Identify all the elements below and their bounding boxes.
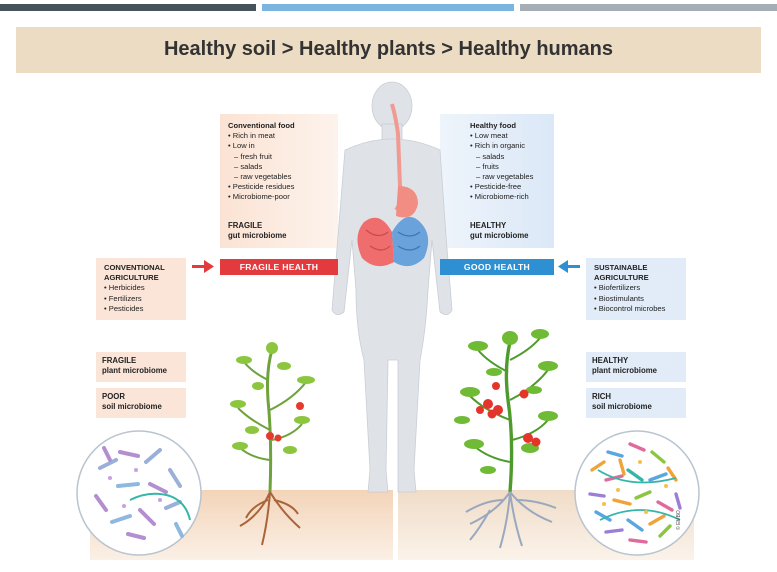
list-item: • Herbicides — [104, 283, 145, 293]
list-item: • Microbiome-poor — [228, 192, 290, 202]
healthy-tomato-plant — [454, 329, 558, 549]
list-item: • Rich in organic — [470, 141, 525, 151]
rich-soil-microbiome-label: RICH soil microbiome — [586, 388, 686, 418]
rich-soil-line1: RICH — [592, 392, 612, 401]
human-silhouette — [331, 81, 453, 493]
slide-title: Healthy soil > Healthy plants > Healthy … — [163, 38, 614, 60]
arrow-to-good-health — [558, 260, 580, 273]
fragile-gut-line1: FRAGILE — [228, 221, 263, 230]
healthy-gut-label: HEALTHY gut microbiome — [470, 221, 528, 241]
top-bar-middle — [262, 4, 514, 11]
fragile-plant-line1: FRAGILE — [102, 356, 137, 365]
fragile-plant-line2: plant microbiome — [102, 366, 167, 375]
copyright-label: © EMBO — [676, 510, 682, 530]
poor-soil-line1: POOR — [102, 392, 125, 401]
fragile-gut-label: FRAGILE gut microbiome — [228, 221, 286, 241]
good-health-banner: GOOD HEALTH — [440, 259, 554, 275]
sustainable-agriculture-line2: AGRICULTURE — [594, 273, 649, 283]
sustainable-agriculture-list: • Biofertilizers • Biostimulants • Bioco… — [594, 283, 686, 314]
poor-soil-microbiome-label: POOR soil microbiome — [96, 388, 186, 418]
list-item: • Pesticides — [104, 303, 144, 313]
list-item: • Biofertilizers — [594, 283, 641, 293]
conventional-food-box: Conventional food • Rich in meat • Low i… — [228, 121, 295, 203]
conventional-agriculture-list: • Herbicides • Fertilizers • Pesticides — [104, 283, 186, 314]
healthy-plant-microbiome-label: HEALTHY plant microbiome — [586, 352, 686, 382]
list-item: • Pesticide-free — [470, 182, 522, 192]
list-item: – salads — [476, 151, 505, 161]
list-item: • Biostimulants — [594, 293, 644, 303]
healthy-food-box: Healthy food • Low meat • Rich in organi… — [470, 121, 533, 203]
healthy-gut-line2: gut microbiome — [470, 231, 529, 240]
list-item: • Rich in meat — [228, 131, 275, 141]
sustainable-agriculture-box: SUSTAINABLE AGRICULTURE • Biofertilizers… — [586, 258, 686, 320]
conventional-food-panel — [220, 114, 338, 248]
fragile-plant-microbiome-label: FRAGILE plant microbiome — [96, 352, 186, 382]
conventional-agriculture-line1: CONVENTIONAL — [104, 263, 165, 272]
digestive-system — [357, 103, 429, 267]
top-bar-right — [520, 4, 777, 11]
healthy-food-list: • Low meat • Rich in organic – salads – … — [470, 131, 533, 202]
conventional-agriculture-box: CONVENTIONAL AGRICULTURE • Herbicides • … — [96, 258, 186, 320]
healthy-plant-line2: plant microbiome — [592, 366, 657, 375]
list-item: – raw vegetables — [234, 172, 292, 182]
conventional-food-list: • Rich in meat • Low in – fresh fruit – … — [228, 131, 295, 202]
list-item: • Biocontrol microbes — [594, 303, 666, 313]
list-item: – raw vegetables — [476, 172, 534, 182]
conventional-agriculture-line2: AGRICULTURE — [104, 273, 159, 283]
rich-soil-line2: soil microbiome — [592, 402, 652, 411]
rich-soil-microbiome-circle — [574, 430, 700, 556]
healthy-food-heading: Healthy food — [470, 121, 516, 130]
arrow-to-fragile-health — [192, 260, 214, 273]
fragile-gut-line2: gut microbiome — [228, 231, 287, 240]
healthy-food-panel — [440, 114, 554, 248]
list-item: – fresh fruit — [234, 151, 272, 161]
fragile-tomato-plant — [230, 342, 315, 546]
conventional-food-heading: Conventional food — [228, 121, 295, 130]
top-bar-left — [0, 4, 256, 11]
list-item: • Low meat — [470, 131, 508, 141]
list-item: • Pesticide residues — [228, 182, 295, 192]
healthy-plant-line1: HEALTHY — [592, 356, 629, 365]
title-band: Healthy soil > Healthy plants > Healthy … — [16, 27, 761, 73]
list-item: – fruits — [476, 161, 499, 171]
list-item: • Microbiome-rich — [470, 192, 529, 202]
poor-soil-microbiome-circle — [76, 430, 202, 556]
fragile-health-banner: FRAGILE HEALTH — [220, 259, 338, 275]
list-item: • Fertilizers — [104, 293, 142, 303]
healthy-gut-line1: HEALTHY — [470, 221, 507, 230]
list-item: • Low in — [228, 141, 255, 151]
poor-soil-line2: soil microbiome — [102, 402, 162, 411]
list-item: – salads — [234, 161, 263, 171]
sustainable-agriculture-line1: SUSTAINABLE — [594, 263, 648, 272]
